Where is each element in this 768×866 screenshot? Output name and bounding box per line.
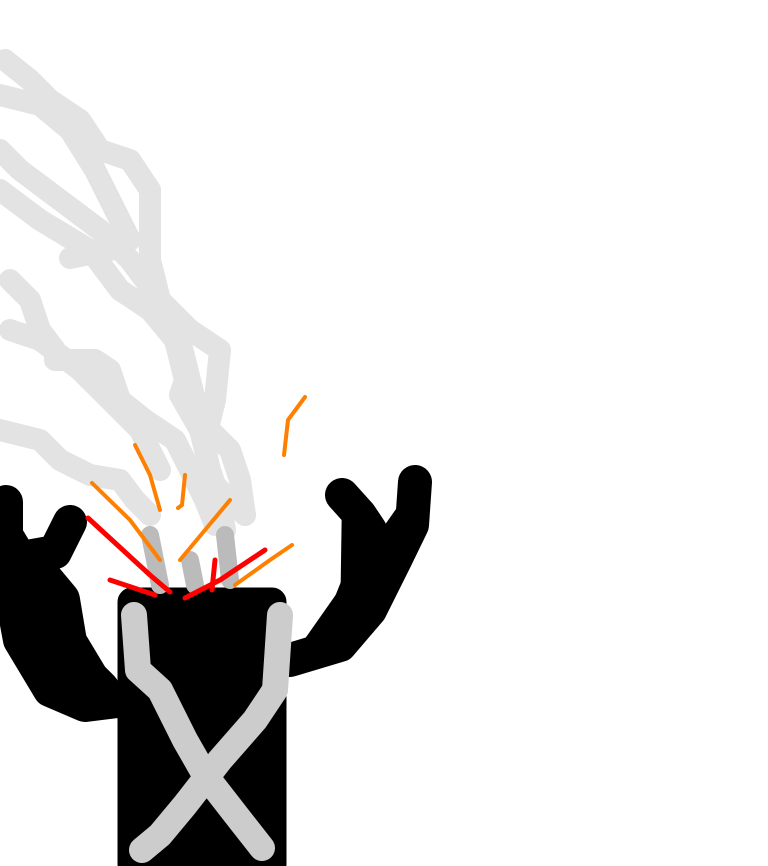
sparks-red xyxy=(85,515,268,601)
sparks-orange xyxy=(90,395,307,587)
smoke xyxy=(0,49,256,541)
spark-orange-6 xyxy=(282,395,307,457)
debris-2 xyxy=(181,551,204,594)
spark-orange-5 xyxy=(233,543,294,587)
smoke-plume-6 xyxy=(0,319,171,481)
spark-orange-2 xyxy=(133,443,162,512)
spark-orange-4 xyxy=(178,498,232,562)
spark-red-4 xyxy=(209,557,218,593)
spark-red-2 xyxy=(107,577,158,598)
x-mark xyxy=(121,602,293,863)
figure-body xyxy=(0,465,432,866)
left-arm-fill xyxy=(15,550,120,710)
spark-orange-1 xyxy=(90,481,162,562)
smoke-plume-4 xyxy=(0,179,236,541)
x-stroke-2 xyxy=(129,602,293,863)
x-stroke-1 xyxy=(121,602,275,861)
spark-red-3 xyxy=(182,547,268,601)
spark-red-1 xyxy=(85,515,173,595)
smoke-plume-7 xyxy=(0,419,161,526)
debris-1 xyxy=(141,526,169,594)
spark-orange-3 xyxy=(176,473,187,510)
right-arm-inner xyxy=(323,478,387,647)
